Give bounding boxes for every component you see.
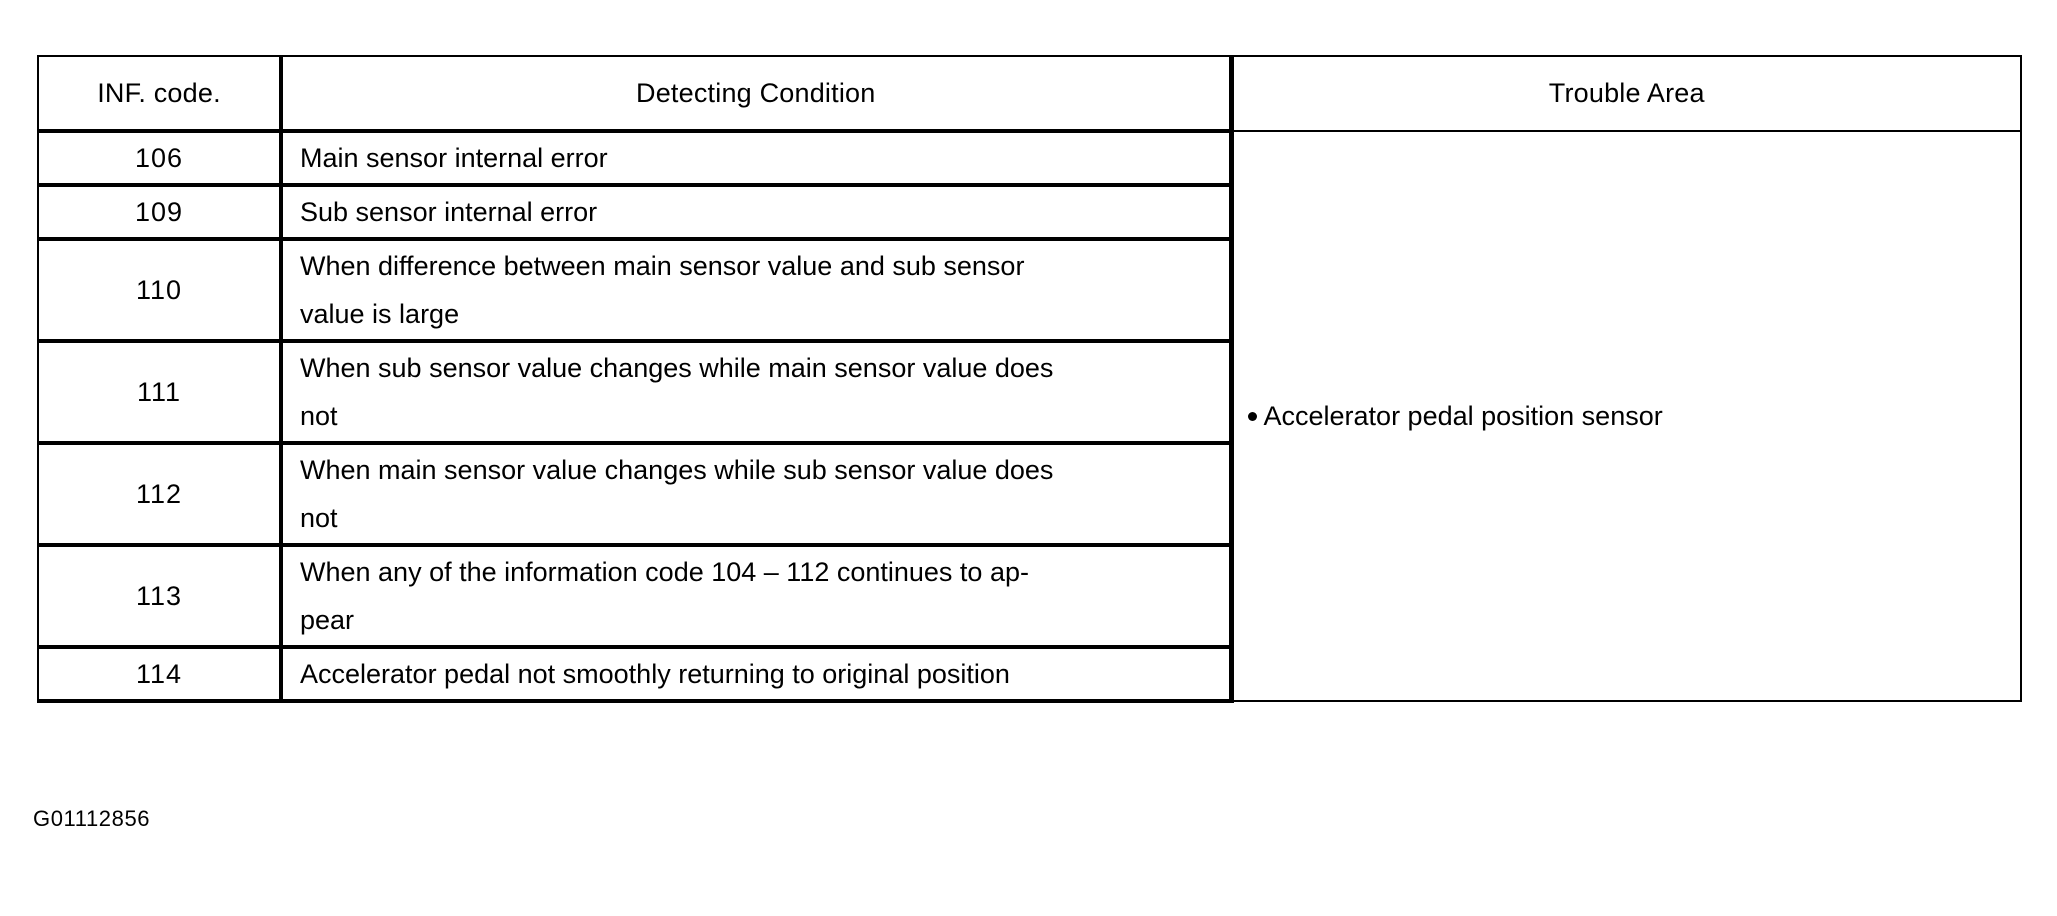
column-header-detecting-condition: Detecting Condition [280,55,1234,132]
table-header-row: INF. code. Detecting Condition Trouble A… [37,55,2022,132]
table-row: 113 When any of the information code 104… [37,543,2021,649]
table-header: INF. code. Detecting Condition Trouble A… [37,55,2022,132]
inf-code-value: 112 [37,441,283,547]
condition-line: not [300,503,338,533]
condition-line: value is large [300,299,460,329]
diagnostic-code-table: INF. code. Detecting Condition Trouble A… [37,55,2022,703]
inf-code-value: 110 [37,237,283,343]
detecting-condition-value: Sub sensor internal error [280,183,1234,241]
column-header-inf-code: INF. code. [37,55,283,132]
table-row: 110 When difference between main sensor … [37,237,2021,343]
table-row: 106 Main sensor internal error Accelerat… [37,129,2022,702]
condition-line: pear [300,605,355,635]
table-body: 106 Main sensor internal error Accelerat… [37,129,2022,703]
condition-line: When sub sensor value changes while main… [300,353,1054,383]
condition-line: Sub sensor internal error [300,197,598,227]
bullet-icon [1247,411,1257,421]
condition-line: When any of the information code 104 – 1… [300,557,1029,587]
table-row: 111 When sub sensor value changes while … [37,339,2021,445]
condition-line: When difference between main sensor valu… [300,251,1025,281]
inf-code-value: 111 [37,339,283,445]
detecting-condition-value: When sub sensor value changes while main… [280,339,1234,445]
trouble-area-value: Accelerator pedal position sensor [1230,130,2022,702]
table-row: 112 When main sensor value changes while… [37,441,2021,547]
condition-line: Main sensor internal error [300,143,608,173]
table-row: 114 Accelerator pedal not smoothly retur… [37,645,2021,703]
detecting-condition-value: When any of the information code 104 – 1… [280,543,1234,649]
trouble-area-label: Accelerator pedal position sensor [1263,400,1663,431]
detecting-condition-value: Main sensor internal error [280,129,1234,187]
detecting-condition-value: When difference between main sensor valu… [280,237,1234,343]
detecting-condition-value: When main sensor value changes while sub… [280,441,1234,547]
inf-code-value: 114 [37,645,283,703]
condition-line: not [300,401,338,431]
table-row: 109 Sub sensor internal error [37,183,2021,241]
inf-code-value: 109 [37,183,283,241]
condition-line: When main sensor value changes while sub… [300,455,1054,485]
figure-caption: G01112856 [33,806,151,831]
column-header-trouble-area: Trouble Area [1230,55,2022,132]
condition-line: Accelerator pedal not smoothly returning… [300,659,1010,689]
detecting-condition-value: Accelerator pedal not smoothly returning… [280,645,1234,703]
inf-code-value: 106 [37,129,283,187]
inf-code-value: 113 [37,543,283,649]
trouble-area-list-item: Accelerator pedal position sensor [1247,400,2021,432]
